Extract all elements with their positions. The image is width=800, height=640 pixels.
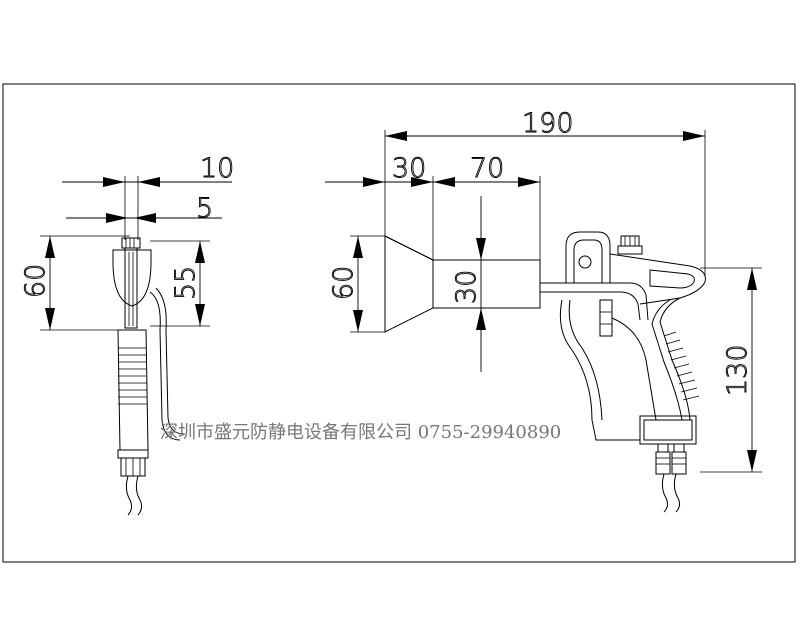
dim-side-top-width: 10 — [200, 153, 234, 184]
dim-front-total-height: 130 — [722, 344, 753, 396]
dim-side-height: 60 — [20, 264, 51, 298]
drawing-frame — [2, 83, 796, 563]
dim-front-barrel-height: 30 — [451, 270, 482, 304]
side-view: 10 5 60 55 — [20, 153, 235, 516]
dim-front-nozzle-height: 60 — [328, 266, 359, 300]
dim-front-nozzle-length: 30 — [392, 153, 426, 184]
dim-side-inner-width: 5 — [196, 193, 213, 224]
company-watermark: 深圳市盛元防静电设备有限公司 0755-29940890 — [160, 422, 562, 443]
dim-front-total-length: 190 — [522, 108, 574, 139]
dim-front-barrel-length: 70 — [470, 153, 504, 184]
dim-side-inner-height: 55 — [170, 266, 201, 300]
front-view: 190 30 70 60 30 — [325, 108, 762, 513]
